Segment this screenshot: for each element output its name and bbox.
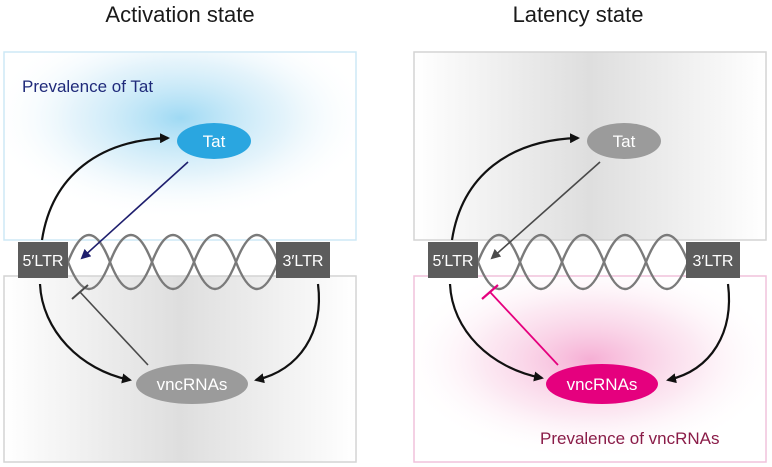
tat-node-active [177, 123, 251, 159]
ltr5-box-left [18, 242, 68, 278]
prevalence-of-vncrnas-label: Prevalence of vncRNAs [540, 429, 720, 448]
ltr3-box-right [686, 242, 740, 278]
vncrnas-node-inactive [136, 364, 248, 404]
vncrnas-inhibit-bar-right [481, 284, 499, 300]
tat-weak-activation-arrow [490, 161, 601, 260]
ltr3-box-left [276, 242, 330, 278]
vncrnas-inhibit-line-right [489, 291, 559, 366]
latency-panel: Prevalence of vncRNAs Tat vncRNAs 5′LTR … [413, 51, 767, 463]
ltr5-to-tat-arrow-right [450, 133, 580, 241]
left-helix [66, 233, 280, 291]
ltr5-box-right [428, 242, 478, 278]
ltr3-label-right: 3′LTR [693, 253, 734, 270]
latency-state-title: Latency state [512, 2, 644, 27]
ltr5-to-vncrnas-arrow [38, 283, 132, 384]
ltr5-label-right: 5′LTR [433, 253, 474, 270]
ltr3-to-vncrnas-arrow-right [666, 283, 731, 384]
vncrnas-node-active [546, 364, 658, 404]
tat-label-left: Tat [203, 132, 226, 151]
tat-activates-ltr-arrow [80, 161, 189, 260]
activation-panel: Prevalence of Tat Tat vncRNAs 5′LTR 3′LT… [3, 51, 357, 463]
prevalence-of-tat-label: Prevalence of Tat [22, 77, 153, 96]
vncrnas-label-left: vncRNAs [157, 375, 228, 394]
activation-state-title: Activation state [105, 2, 255, 27]
ltr3-label-left: 3′LTR [283, 253, 324, 270]
ltr3-to-vncrnas-arrow [254, 283, 320, 384]
vncrnas-inhibit-bar [71, 284, 89, 300]
tat-label-right: Tat [613, 132, 636, 151]
tat-node-inactive [587, 123, 661, 159]
vncrnas-label-right: vncRNAs [567, 375, 638, 394]
ltr5-to-tat-arrow [40, 133, 170, 241]
ltr5-label-left: 5′LTR [23, 253, 64, 270]
right-helix [476, 233, 690, 291]
ltr5-to-vncrnas-arrow-right [448, 283, 544, 382]
vncrnas-inhibit-line [79, 291, 149, 366]
